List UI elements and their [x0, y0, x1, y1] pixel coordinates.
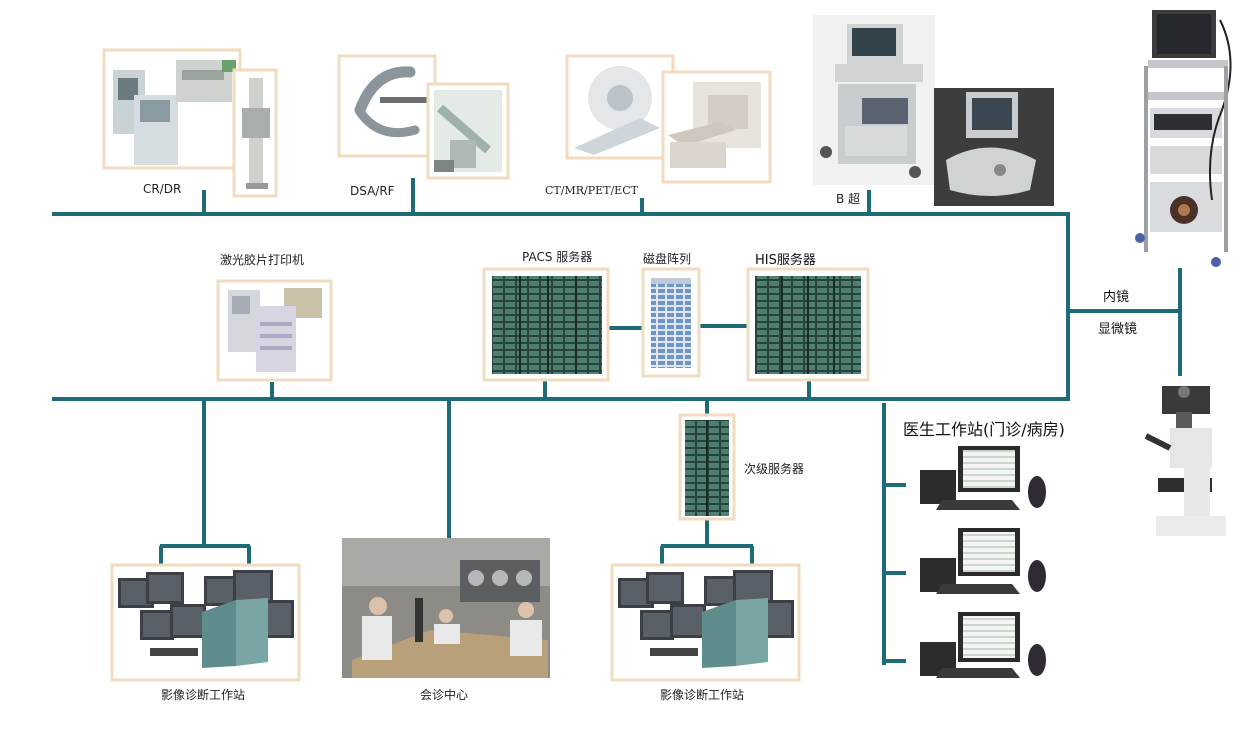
pacs-server [482, 267, 610, 382]
label-disk-array: 磁盘阵列 [643, 252, 692, 266]
label-microscope: 显微镜 [1098, 322, 1138, 337]
his-server [746, 267, 870, 382]
b-ultrasound-equipment [813, 15, 1054, 206]
label-laser-printer: 激光胶片打印机 [220, 253, 305, 267]
label-ct-mr-pet-ect: CT/MR/PET/ECT [545, 184, 638, 197]
label-pacs-server: PACS 服务器 [522, 250, 593, 264]
imaging-workstation-left [110, 563, 301, 682]
endoscope-cart [1135, 8, 1241, 267]
doctor-workstation-3 [920, 612, 1046, 678]
imaging-workstation-right [610, 563, 801, 682]
label-doctor-workstation: 医生工作站(门诊/病房) [903, 420, 1065, 439]
label-imaging-workstation-left: 影像诊断工作站 [161, 688, 246, 702]
laser-printer [216, 279, 333, 382]
doctor-workstation-1 [920, 446, 1046, 510]
label-dsa-rf: DSA/RF [350, 184, 395, 198]
secondary-server [678, 413, 736, 521]
ct-mr-equipment [565, 54, 772, 184]
dsa-rf-equipment [337, 54, 510, 180]
label-imaging-workstation-right: 影像诊断工作站 [660, 688, 745, 702]
label-secondary-server: 次级服务器 [744, 462, 805, 476]
consultation-center-photo [342, 538, 550, 678]
cr-dr-equipment [102, 48, 278, 198]
label-endoscope: 内镜 [1103, 290, 1130, 305]
disk-array [641, 267, 701, 378]
label-consult-center: 会诊中心 [420, 688, 469, 702]
label-b-ultrasound: B 超 [836, 192, 861, 206]
microscope [1144, 386, 1226, 536]
doctor-workstation-2 [920, 528, 1046, 594]
network-lines [52, 178, 1182, 665]
label-cr-dr: CR/DR [143, 182, 182, 196]
label-his-server: HIS服务器 [755, 253, 816, 268]
